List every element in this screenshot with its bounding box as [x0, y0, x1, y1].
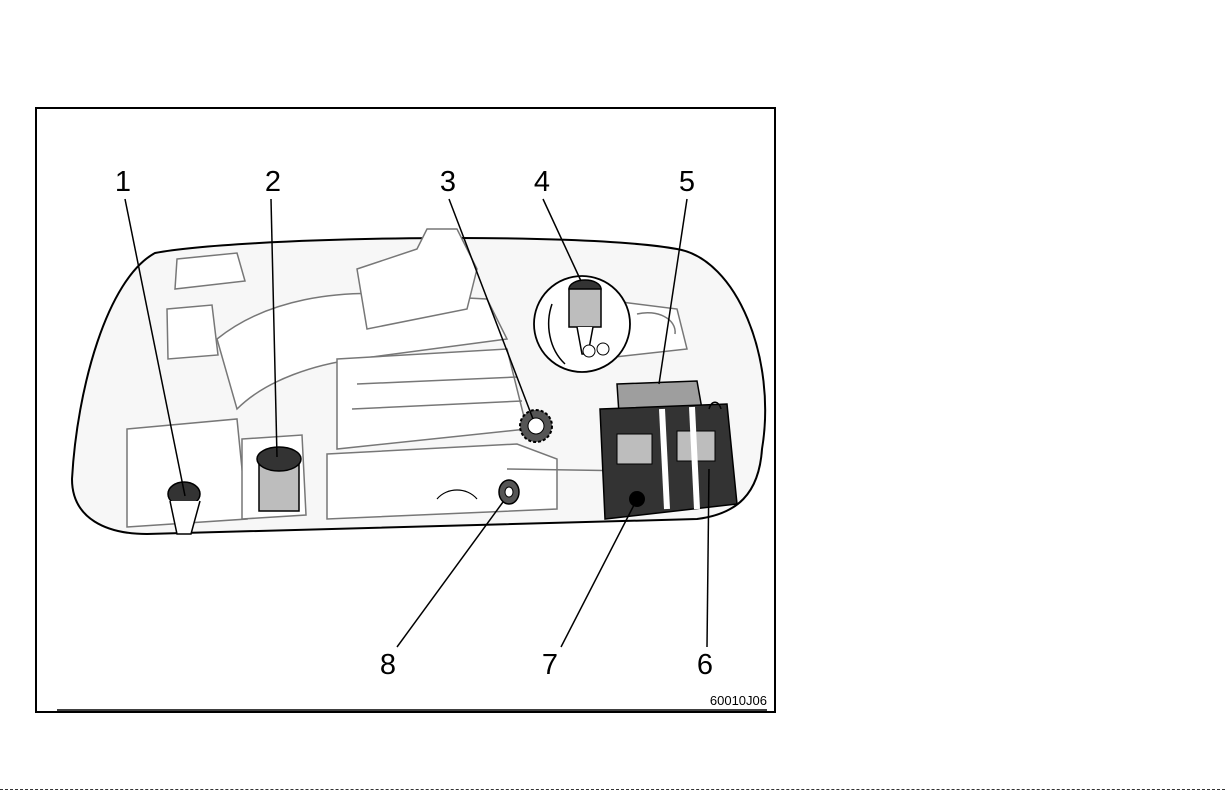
callout-8: 8	[380, 649, 396, 681]
callout-2: 2	[265, 166, 281, 198]
page-bottom-rule	[0, 789, 1225, 790]
callout-6: 6	[697, 649, 713, 681]
battery-hold-down	[629, 491, 645, 507]
engine-bay-illustration: 1 2 3 4 5 6 7 8 60010J06	[37, 109, 778, 715]
figure-frame: 1 2 3 4 5 6 7 8 60010J06	[35, 107, 776, 713]
battery	[600, 402, 737, 519]
callout-5: 5	[679, 166, 695, 198]
figure-code: 60010J06	[710, 693, 767, 708]
oil-filler-cap	[257, 447, 301, 511]
callout-4: 4	[534, 166, 550, 198]
callout-1: 1	[115, 166, 131, 198]
callout-7: 7	[542, 649, 558, 681]
coolant-cap	[520, 410, 552, 442]
callout-3: 3	[440, 166, 456, 198]
